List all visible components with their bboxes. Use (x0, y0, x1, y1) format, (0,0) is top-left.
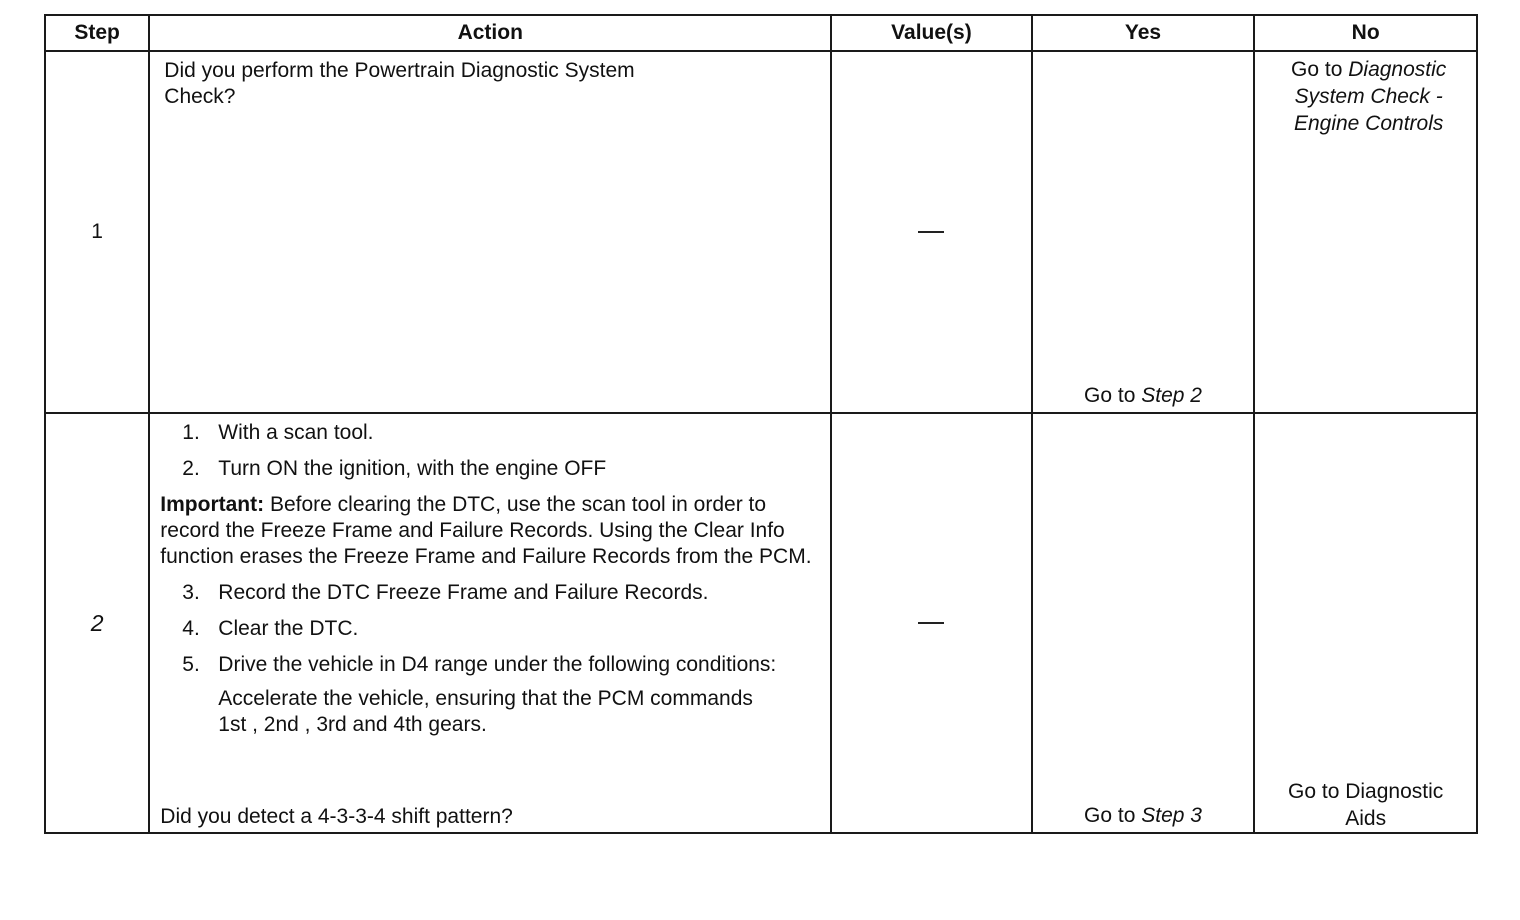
values-cell (830, 50, 1033, 414)
list-item: 3. Record the DTC Freeze Frame and Failu… (182, 581, 709, 604)
yes-prefix: Go to (1084, 384, 1136, 407)
header-yes: Yes (1030, 14, 1256, 52)
important-label: Important: (160, 493, 265, 516)
yes-cell: Go to Step 3 (1030, 412, 1256, 834)
list-item: 4. Clear the DTC. (182, 617, 359, 640)
list-item: 2. Turn ON the ignition, with the engine… (182, 457, 607, 480)
table-row-step-2: 2 1. With a scan tool. 2. Turn ON the ig… (43, 412, 1478, 834)
empty-value-dash (918, 621, 945, 624)
no-prefix: Go to (1291, 58, 1343, 81)
no-cell: Go to Diagnostic Aids (1253, 412, 1478, 834)
empty-value-dash (918, 230, 945, 233)
no-link-diagnostic-system-check[interactable]: Diagnostic System Check - Engine Control… (1293, 58, 1447, 135)
header-step: Step (43, 14, 151, 52)
question-text: Did you detect a 4-3-3-4 shift pattern? (160, 805, 513, 828)
step-number: 1 (43, 50, 151, 414)
sub-condition-text: Accelerate the vehicle, ensuring that th… (218, 687, 753, 736)
values-cell (830, 412, 1033, 834)
important-text: Before clearing the DTC, use the scan to… (160, 493, 812, 568)
list-item: 1. With a scan tool. (182, 421, 374, 444)
yes-link-step-2[interactable]: Step 2 (1141, 384, 1202, 407)
diagnostic-table: Step Action Value(s) Yes No 1 Did you pe… (43, 14, 1478, 834)
no-link-diagnostic-aids[interactable]: Go to Diagnostic Aids (1288, 780, 1444, 830)
yes-cell: Go to Step 2 (1030, 50, 1256, 414)
yes-link-step-3[interactable]: Step 3 (1141, 804, 1202, 827)
important-note: Important: Before clearing the DTC, use … (160, 492, 822, 570)
header-action: Action (148, 14, 833, 52)
no-cell: Go to Diagnostic System Check - Engine C… (1253, 50, 1478, 414)
list-item: 5. Drive the vehicle in D4 range under t… (182, 653, 777, 676)
action-cell: 1. With a scan tool. 2. Turn ON the igni… (148, 412, 833, 834)
table-row-step-1: 1 Did you perform the Powertrain Diagnos… (43, 50, 1478, 414)
header-row: Step Action Value(s) Yes No (43, 14, 1478, 52)
step-number: 2 (43, 412, 151, 834)
header-no: No (1253, 14, 1478, 52)
question-text: Did you perform the Powertrain Diagnosti… (164, 59, 635, 108)
action-cell: Did you perform the Powertrain Diagnosti… (148, 50, 833, 414)
yes-prefix: Go to (1084, 804, 1136, 827)
header-values: Value(s) (830, 14, 1033, 52)
